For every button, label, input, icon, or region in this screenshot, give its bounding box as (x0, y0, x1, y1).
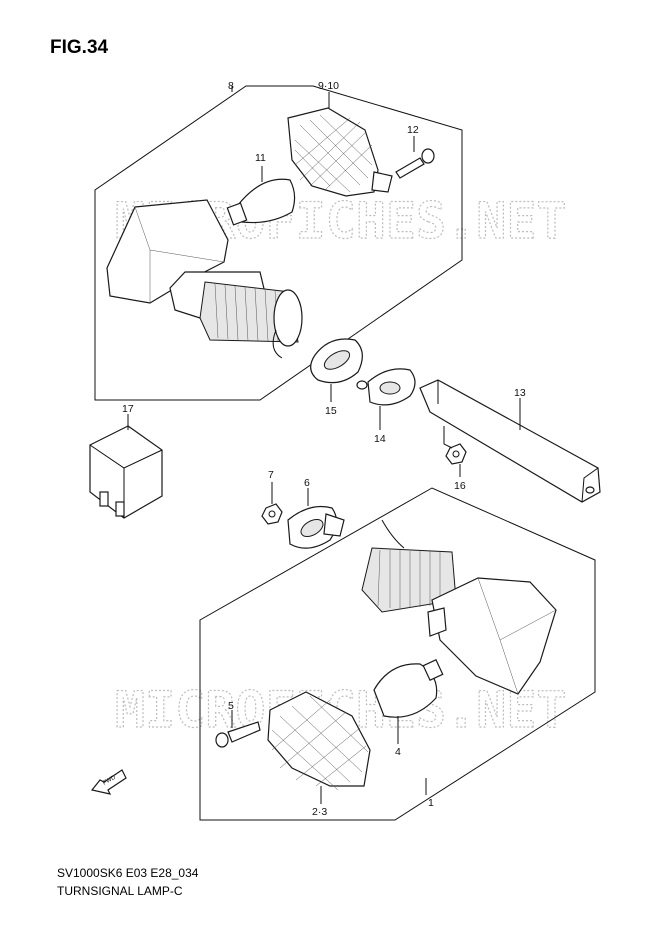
callout-7: 7 (268, 469, 274, 481)
bracket-13-icon (419, 379, 601, 503)
callout-11: 11 (255, 152, 266, 164)
grommet-6-icon (287, 505, 345, 549)
callout-1: 1 (428, 797, 434, 809)
lower-assembly-frame (199, 487, 596, 821)
screw-lower-icon (215, 721, 261, 748)
callout-14: 14 (374, 433, 386, 445)
callout-6: 6 (304, 477, 310, 489)
diagram-name: TURNSIGNAL LAMP-C (57, 884, 183, 898)
nut-7-icon (261, 503, 283, 525)
callout-9-10: 9·10 (318, 80, 339, 92)
figure-title: FIG.34 (50, 37, 109, 58)
callout-2-3: 2·3 (312, 806, 327, 818)
nut-16-icon (445, 443, 467, 465)
callout-8: 8 (228, 80, 234, 92)
callout-17: 17 (122, 403, 134, 415)
grommet-15-icon (310, 338, 363, 384)
upper-lens-icon (287, 107, 393, 197)
bulb-lower-icon (373, 658, 444, 718)
lower-rubber-boot (361, 519, 457, 613)
callout-15: 15 (325, 405, 337, 417)
lower-lens-icon (267, 691, 371, 791)
upper-rubber-boot (199, 281, 303, 359)
screw-upper-icon (395, 148, 435, 179)
lower-lamp-housing (427, 577, 557, 695)
callout-12: 12 (407, 124, 419, 136)
callout-4: 4 (395, 746, 401, 758)
fwd-arrow-icon: FWD (90, 769, 127, 795)
callout-13: 13 (514, 387, 526, 399)
bulb-upper-icon (226, 178, 296, 226)
callout-5: 5 (228, 700, 234, 712)
leader-16-guide (443, 426, 453, 449)
upper-assembly-frame (94, 85, 463, 401)
grommet-14-icon (356, 368, 416, 406)
diagram-code: SV1000SK6 E03 E28_034 (57, 866, 199, 880)
callout-16: 16 (454, 480, 466, 492)
relay-17-icon (89, 425, 163, 519)
